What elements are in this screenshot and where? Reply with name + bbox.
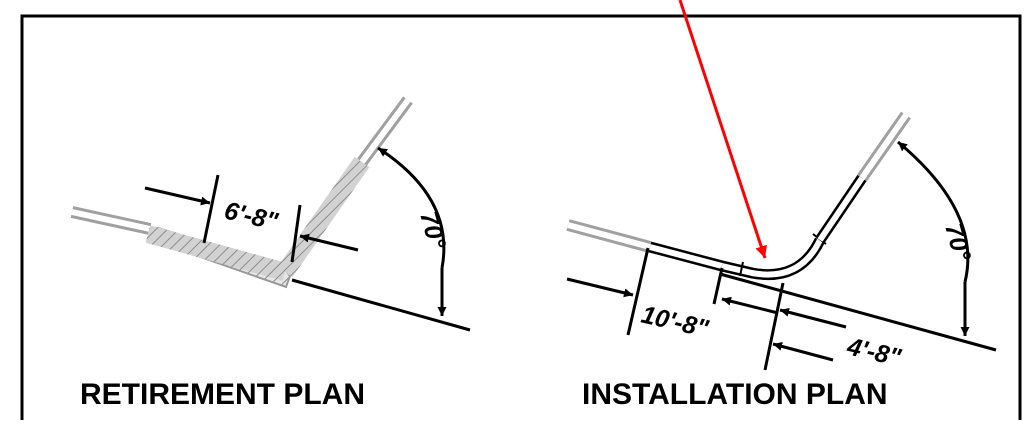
installation-plan-title: INSTALLATION PLAN xyxy=(582,378,888,411)
retirement-plan-title: RETIREMENT PLAN xyxy=(80,378,365,411)
retirement-hatched-run xyxy=(145,225,288,281)
installation-angle-70: 70° xyxy=(897,140,976,336)
installation-edge-line xyxy=(719,272,997,352)
installation-new-pipe-run xyxy=(648,241,724,272)
installation-new-pipe-riser xyxy=(815,174,867,244)
installation-dimension-short-label: 4'-8" xyxy=(844,332,905,372)
retirement-plan: 6'-8" 70° RETIREMENT PLAN xyxy=(70,96,471,411)
drawing-border xyxy=(20,14,1022,420)
retirement-edge-line xyxy=(291,278,471,332)
installation-pipe-upper xyxy=(857,111,911,182)
installation-dimension-10-8: 10'-8" xyxy=(566,247,785,371)
installation-pipe-left xyxy=(566,219,652,253)
retirement-angle-label: 70° xyxy=(414,208,451,253)
installation-plan: 10'-8" 4'-8" 70° INSTALLATION PLAN xyxy=(566,0,997,411)
retirement-pipe-upper xyxy=(357,96,413,166)
installation-angle-label: 70° xyxy=(939,220,976,265)
installation-dimension-long-label: 10'-8" xyxy=(639,301,713,344)
retirement-angle-70: 70° xyxy=(377,146,451,316)
callout-arrow xyxy=(678,0,767,259)
retirement-hatched-riser xyxy=(277,156,370,278)
retirement-pipe-left xyxy=(70,206,152,235)
installation-bend xyxy=(720,233,827,281)
retirement-dimension-label: 6'-8" xyxy=(222,197,282,237)
